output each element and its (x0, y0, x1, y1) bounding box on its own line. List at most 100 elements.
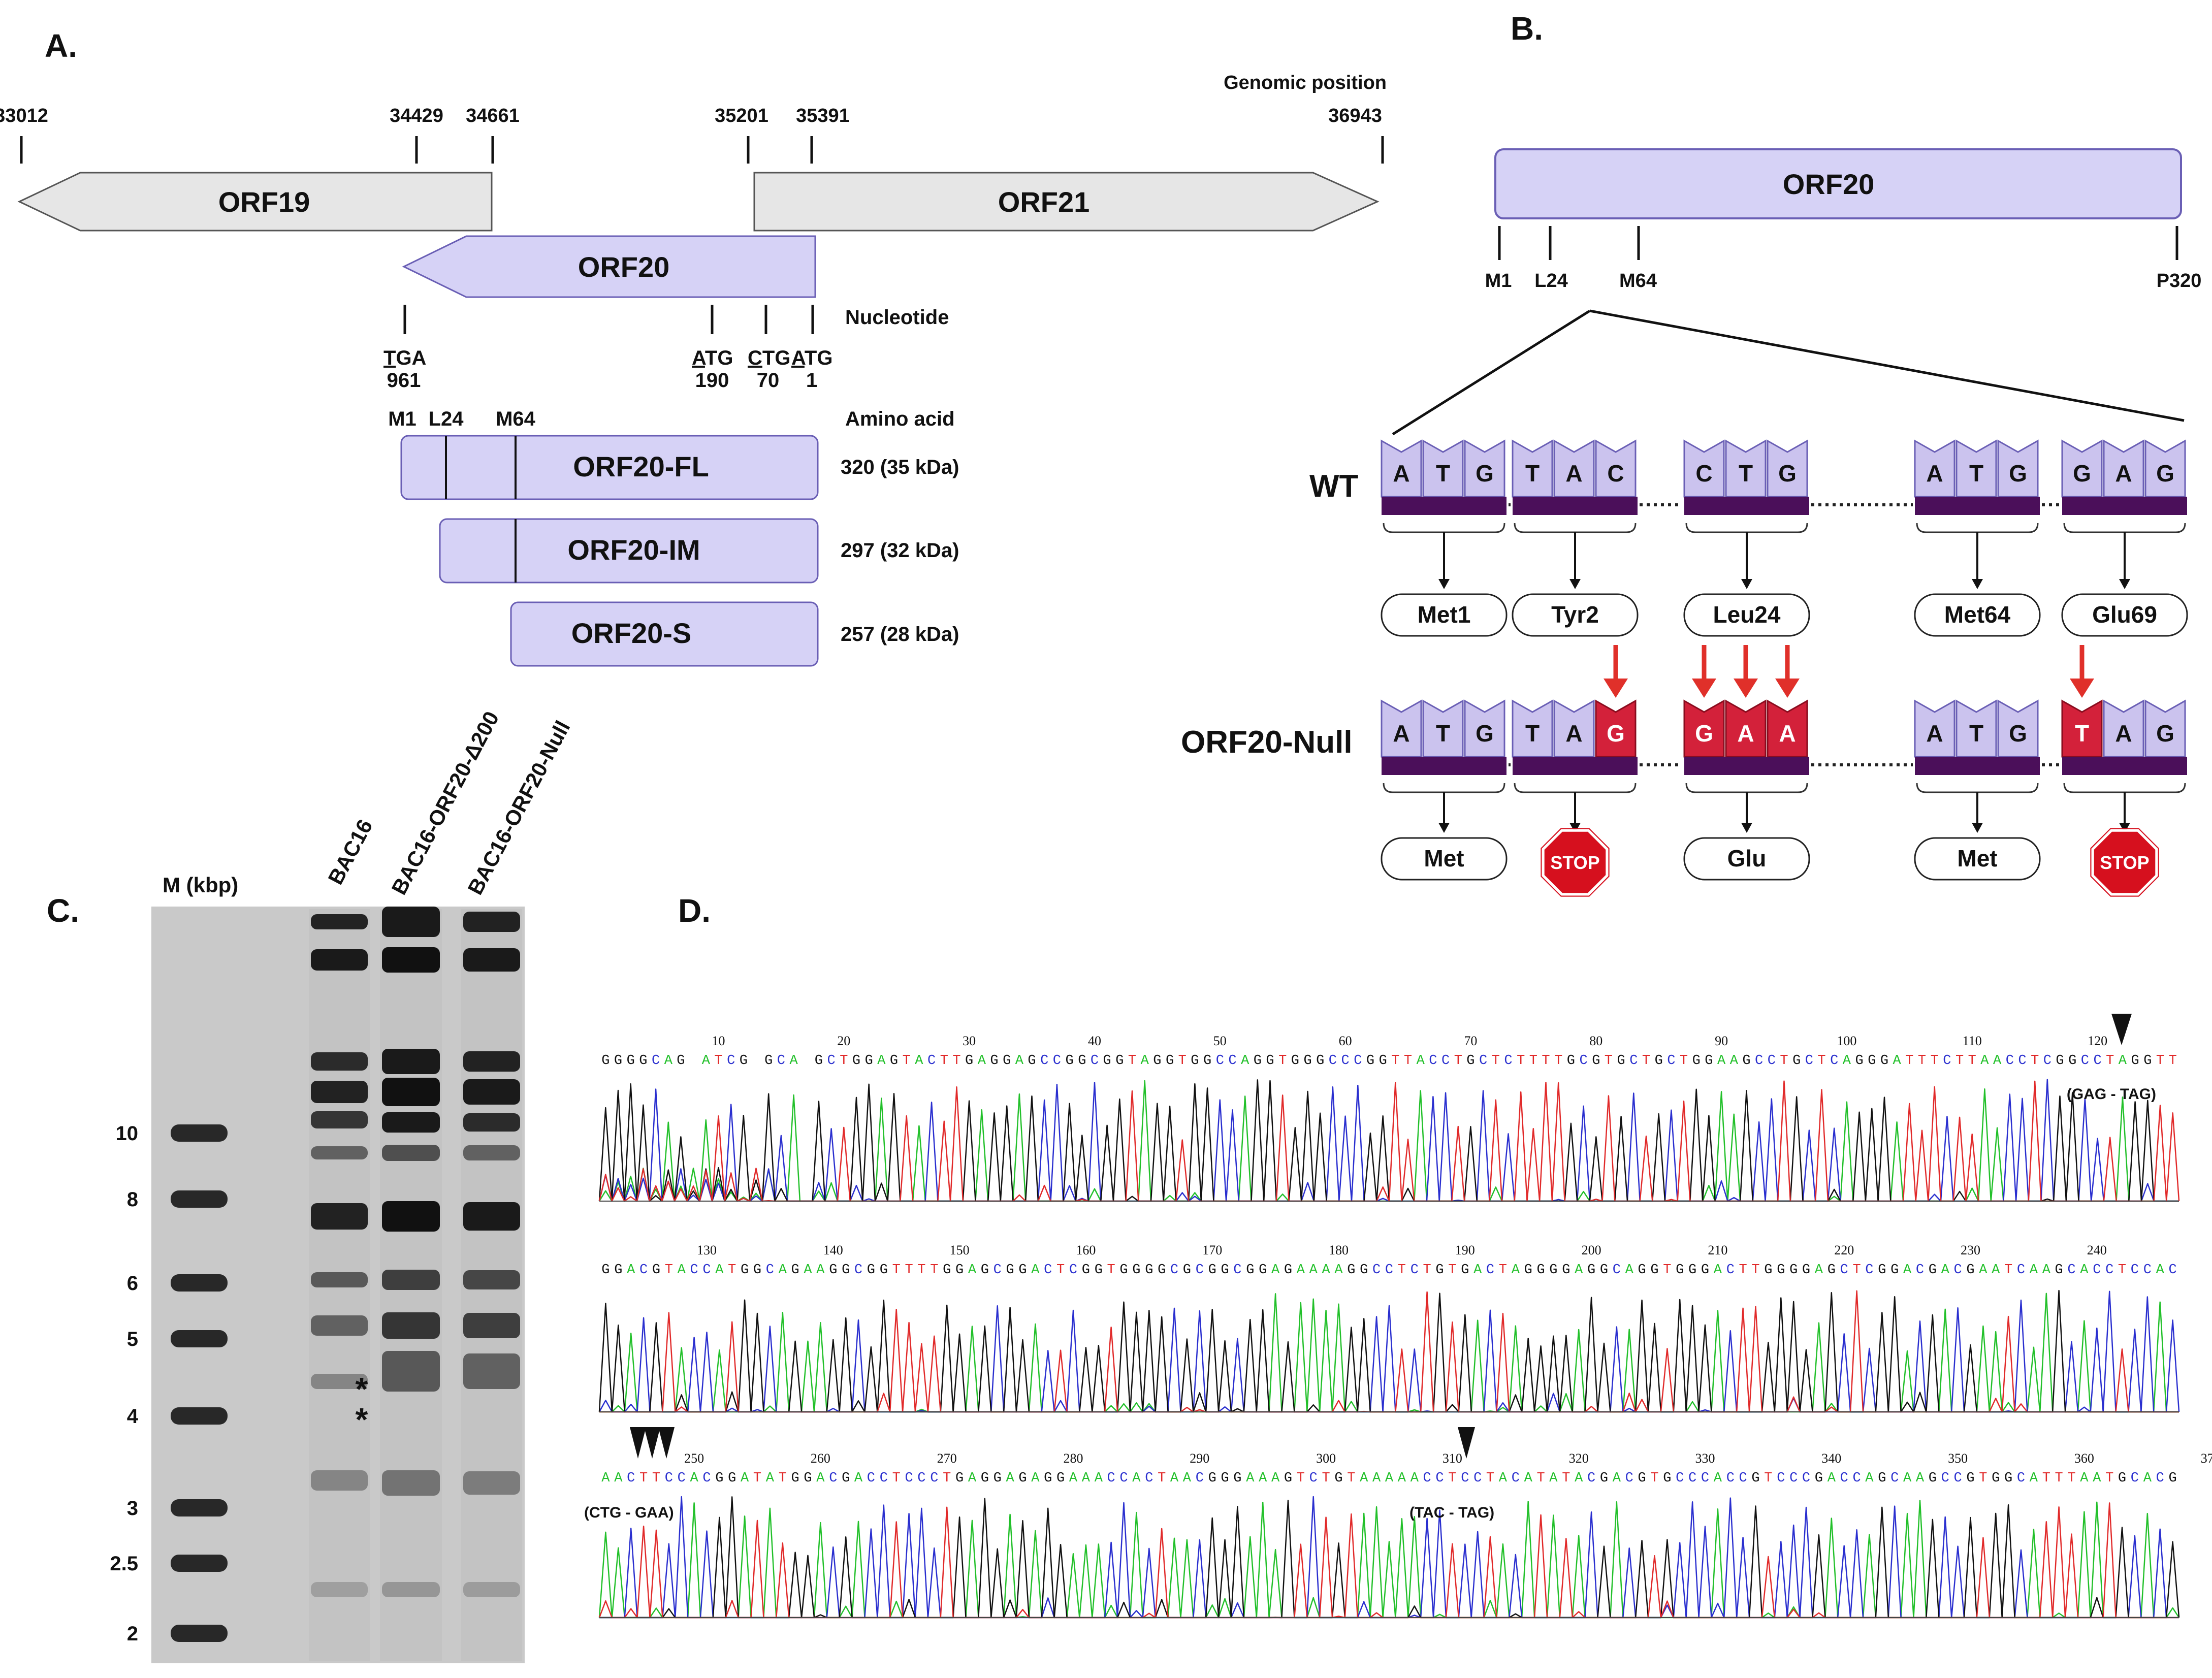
panel-label-b: B. (1511, 10, 1543, 47)
marker-size-label: 8 (127, 1188, 138, 1211)
nucleotide-block (2103, 439, 2144, 498)
gel-band (311, 1052, 368, 1071)
nucleotide-letter: A (1779, 720, 1796, 747)
position-tick: 180 (1329, 1243, 1349, 1257)
nucleotide-block (1955, 699, 1997, 758)
stop-sign-icon (2091, 829, 2158, 896)
sequence-base: A (1417, 1053, 1425, 1069)
sequence-base: A (1843, 1053, 1851, 1069)
sequence-base: A (1865, 1471, 1874, 1486)
sequence-base: G (815, 1053, 823, 1069)
codon-atg-1-pos: 1 (806, 369, 817, 392)
sequence-base: G (1334, 1471, 1342, 1486)
sequence-base: G (1855, 1053, 1863, 1069)
sequence-base: A (664, 1053, 673, 1069)
amino-acid-pill (1512, 593, 1639, 637)
sequence-base: G (1203, 1053, 1211, 1069)
codon-backbone (1915, 497, 2040, 515)
amino-acid-pill (1381, 593, 1508, 637)
sequence-base: C (1040, 1053, 1048, 1069)
marker-lane-label: M (kbp) (163, 873, 238, 897)
sequence-base: T (1642, 1053, 1650, 1069)
sequence-base: T (840, 1053, 848, 1069)
sequence-base: C (2018, 1053, 2026, 1069)
sequence-base: T (1554, 1053, 1562, 1069)
sequence-base: C (702, 1263, 711, 1278)
sequence-base: T (714, 1053, 722, 1069)
nucleotide-block (1767, 699, 1808, 758)
protein-mark-l24: L24 (1534, 270, 1567, 292)
sequence-base: T (1918, 1053, 1926, 1069)
sequence-base: C (2143, 1263, 2152, 1278)
sequence-base: G (1056, 1471, 1065, 1486)
sequence-base: C (1587, 1471, 1595, 1486)
isoform-im-box (439, 518, 819, 584)
nucleotide-letter: T (1739, 460, 1753, 487)
sequence-base: T (753, 1471, 761, 1486)
sequence-base: G (1028, 1053, 1036, 1069)
marker-band (171, 1407, 228, 1425)
mutation-arrow-head-icon (1775, 679, 1800, 698)
orf20-protein-label: ORF20 (1783, 168, 1875, 200)
mutation-arrow-head-icon (2070, 679, 2094, 698)
gel-band (311, 1111, 368, 1128)
amino-acid-label: Glu69 (2092, 601, 2157, 628)
sequence-base: G (981, 1263, 989, 1278)
sequence-base: T (943, 1471, 951, 1486)
sequence-base: C (1840, 1471, 1848, 1486)
sequence-base: G (1153, 1053, 1161, 1069)
sequence-base: A (614, 1471, 623, 1486)
marker-size-label: 3 (127, 1497, 138, 1520)
sequence-base: A (1141, 1053, 1149, 1069)
asterisk-1: * (356, 1371, 368, 1407)
sequence-base: T (903, 1053, 911, 1069)
sequence-base: T (1931, 1053, 1939, 1069)
marker-size-label: 6 (127, 1272, 138, 1295)
sequence-base: C (1196, 1471, 1204, 1486)
gel-band (382, 1312, 440, 1339)
sequence-base: A (678, 1263, 686, 1278)
sequence-base: T (2106, 1053, 2114, 1069)
sequence-base: G (1221, 1471, 1229, 1486)
stop-sign-label: STOP (2100, 852, 2149, 873)
lane-label-bac16: BAC16 (323, 816, 377, 889)
sequence-base: A (1575, 1471, 1583, 1486)
asterisk-2: * (356, 1401, 368, 1438)
sequence-base: A (741, 1471, 749, 1486)
sequence-base: G (1379, 1053, 1387, 1069)
position-tick: 110 (1963, 1034, 1982, 1048)
gel-band (463, 1202, 520, 1231)
sequence-base: C (1865, 1263, 1873, 1278)
sequence-base: A (1714, 1471, 1722, 1486)
sequence-base: A (1132, 1471, 1141, 1486)
sequence-base: A (816, 1263, 825, 1278)
nucleotide-letter: A (1393, 720, 1409, 747)
sequence-base: A (2093, 1471, 2101, 1486)
sequence-base: G (890, 1053, 898, 1069)
nucleotide-block (1683, 699, 1725, 758)
sequence-base: A (915, 1053, 923, 1069)
gel-band (463, 912, 520, 932)
sequence-base: C (1840, 1263, 1848, 1278)
sequence-base: C (1385, 1263, 1393, 1278)
sequence-base: C (1789, 1471, 1798, 1486)
codon-backbone (1915, 757, 2040, 775)
sequence-base: A (1259, 1471, 1267, 1486)
mutation-arrow-head-icon (1604, 679, 1628, 698)
position-tick: 140 (823, 1243, 843, 1257)
sequence-base: C (1486, 1263, 1494, 1278)
sequence-base: T (1128, 1053, 1136, 1069)
sequence-base: G (1815, 1471, 1823, 1486)
gel-band (382, 1201, 440, 1232)
isoform-s-box (510, 601, 819, 667)
position-tick: 280 (1064, 1451, 1083, 1466)
nucleotide-block (1767, 439, 1808, 498)
stop-sign-icon (1542, 829, 1609, 896)
position-tick: 240 (2087, 1243, 2107, 1257)
codon-backbone (1684, 757, 1809, 775)
protein-ticks (1498, 226, 2178, 260)
gel-band (463, 1051, 520, 1072)
sequence-base: G (1103, 1053, 1111, 1069)
marker-band (171, 1555, 228, 1572)
sequence-base: T (1739, 1263, 1747, 1278)
